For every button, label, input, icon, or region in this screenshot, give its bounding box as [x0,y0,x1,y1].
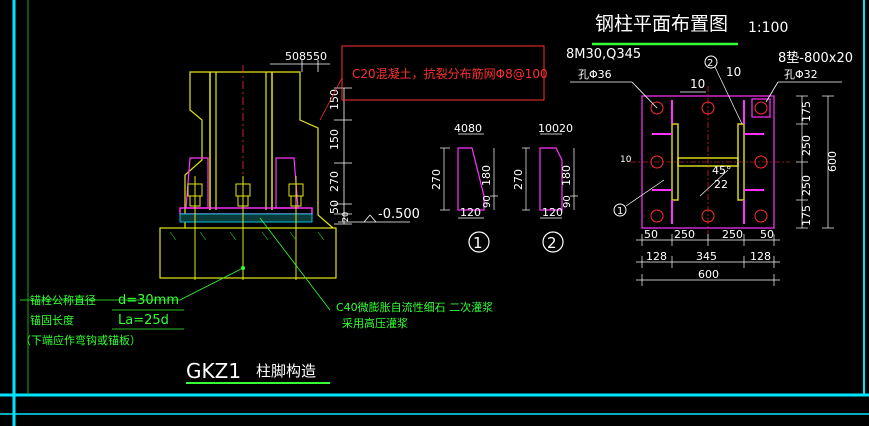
dim-left-3: 270 [328,171,341,192]
weld-10-left: 10 [620,155,632,165]
stiffener2-bottom: 120 [542,206,563,219]
anchor-value-2: La=25d [118,313,169,328]
section-title-text: 柱脚构造 [256,362,316,380]
plan-dim-right-2: 250 [800,135,813,156]
stiffener1-bottom: 120 [460,206,481,219]
top-dimension: 508550 [285,50,327,63]
weld-22: 22 [714,178,728,191]
anchor-note: （下端应作弯钩或锚板） [20,333,141,347]
stiffener2-tag: 2 [547,234,557,252]
plate-callout: 8垫-800x20 [778,50,853,66]
column-base-section: 508550 150 150 270 50 20 -0.500 C20混凝土，抗… [20,45,548,384]
column-plan: 钢柱平面布置图 1:100 8M3 [566,13,853,286]
grout-note-1: C40微膨胀自流性细石 二次灌浆 [336,300,493,314]
dim-left-1: 150 [328,89,341,110]
plan-detail-2: 2 [707,58,713,69]
plate-hole: 孔Φ32 [784,68,818,81]
plan-dim-bottom2-2: 345 [696,250,717,263]
anchor-hole: 孔Φ36 [578,68,612,81]
stiffener1-right: 180 [480,165,493,186]
plan-dim-right-total: 600 [826,151,839,172]
anchor-value-1: d=30mm [118,293,179,308]
plan-dim-bottom-2: 250 [674,228,695,241]
dim-left-5: 20 [341,212,350,222]
plan-dim-bottom-total: 600 [698,268,719,281]
section-title-code: GKZ1 [186,359,241,383]
weld-angle: 45° [712,164,732,177]
anchor-callout: 8M30,Q345 [566,47,641,62]
dim-left-4: 50 [328,200,341,214]
anchor-label-1: 锚栓公称直径 [30,293,96,307]
elevation-label: -0.500 [378,207,420,222]
plan-title: 钢柱平面布置图 [595,13,728,35]
plan-dim-bottom-3: 250 [722,228,743,241]
weld-10-right: 10 [726,65,741,79]
stiffener1-tag: 1 [473,234,483,252]
grout-note-2: 采用高压灌浆 [342,316,408,330]
plan-dim-right-3: 250 [800,175,813,196]
stiffener2-right: 180 [560,165,573,186]
plan-dim-right-1: 175 [800,101,813,122]
stiffener1-lower: 90 [482,195,493,208]
stiffener2-left: 270 [512,169,525,190]
stiffener2-top: 10020 [538,122,573,135]
plan-dim-right-4: 175 [800,205,813,226]
plan-detail-1: 1 [617,206,623,217]
stiffener1-left: 270 [430,169,443,190]
concrete-callout: C20混凝土，抗裂分布筋网Φ8@100 [352,66,548,81]
plan-dim-bottom2-1: 128 [646,250,667,263]
stiffener1-top: 4080 [454,122,482,135]
stiffener-detail-2: 10020 270 180 90 120 2 [512,122,578,253]
stiffener-detail-1: 4080 270 180 90 120 1 [430,122,498,253]
plan-dim-bottom2-3: 128 [750,250,771,263]
plan-dim-bottom-1: 50 [644,228,658,241]
dim-left-2: 150 [328,129,341,150]
weld-10-top: 10 [690,77,705,91]
plan-dim-bottom-4: 50 [760,228,774,241]
plan-scale: 1:100 [748,20,788,36]
anchor-label-2: 锚固长度 [30,313,74,327]
stiffener2-lower: 90 [562,195,573,208]
